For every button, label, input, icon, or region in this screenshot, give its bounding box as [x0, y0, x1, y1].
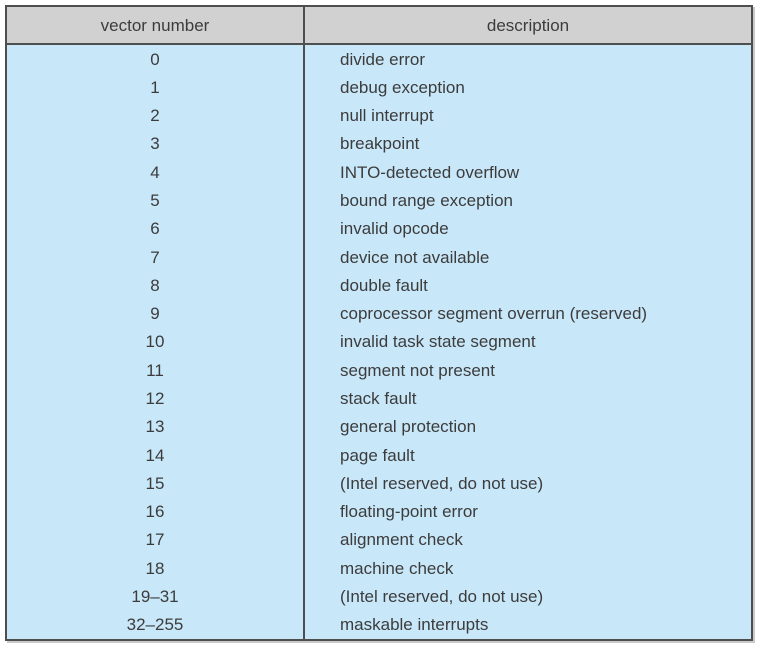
table-row: 1 debug exception: [7, 73, 751, 102]
table-row: 2 null interrupt: [7, 101, 751, 130]
table-row: 4 INTO-detected overflow: [7, 158, 751, 187]
column-header-description: description: [486, 15, 570, 35]
vector-number-cell: 5: [7, 186, 305, 215]
vector-number-cell: 17: [7, 525, 305, 555]
table-row: 18 machine check: [7, 554, 751, 583]
vector-number-cell: 11: [7, 356, 305, 385]
description-cell: maskable interrupts: [340, 615, 489, 635]
description-cell: invalid opcode: [340, 219, 449, 239]
description-cell: page fault: [340, 445, 415, 465]
table-row: 16 floating-point error: [7, 497, 751, 526]
vector-number-cell: 0: [7, 45, 305, 74]
description-cell: (Intel reserved, do not use): [340, 473, 544, 493]
description-cell: stack fault: [340, 389, 417, 409]
vector-number-cell: 32–255: [7, 610, 305, 639]
description-cell: alignment check: [340, 530, 463, 550]
description-cell: invalid task state segment: [340, 332, 536, 352]
vector-number-cell: 7: [7, 242, 305, 272]
description-cell: bound range exception: [340, 191, 513, 211]
description-cell: debug exception: [340, 77, 465, 97]
description-cell: general protection: [340, 417, 477, 437]
vector-number-cell: 18: [7, 554, 305, 583]
vector-number-cell: 8: [7, 271, 305, 300]
description-cell: INTO-detected overflow: [340, 162, 520, 182]
vector-number-cell: 15: [7, 469, 305, 498]
table-row: 6 invalid opcode: [7, 214, 751, 243]
vector-number-cell: 16: [7, 497, 305, 526]
table-row: 10 invalid task state segment: [7, 327, 751, 357]
table-header-row: vector number description: [7, 7, 751, 45]
vector-number-cell: 19–31: [7, 582, 305, 611]
description-cell: breakpoint: [340, 134, 420, 154]
vector-number-cell: 9: [7, 299, 305, 328]
description-cell: machine check: [340, 558, 454, 578]
table-row: 3 breakpoint: [7, 129, 751, 159]
vector-number-cell: 12: [7, 384, 305, 413]
table-row: 19–31 (Intel reserved, do not use): [7, 582, 751, 611]
description-cell: segment not present: [340, 360, 495, 380]
table-row: 5 bound range exception: [7, 186, 751, 215]
vector-number-cell: 6: [7, 214, 305, 243]
description-cell: coprocessor segment overrun (reserved): [340, 304, 648, 324]
vector-number-cell: 4: [7, 158, 305, 187]
table-row: 15 (Intel reserved, do not use): [7, 469, 751, 498]
vector-number-cell: 2: [7, 101, 305, 130]
table-row: 32–255 maskable interrupts: [7, 610, 751, 639]
table-row: 14 page fault: [7, 440, 751, 470]
table-row: 8 double fault: [7, 271, 751, 300]
column-header-vector-number: vector number: [7, 7, 305, 43]
table-row: 0 divide error: [7, 45, 751, 74]
table-row: 13 general protection: [7, 412, 751, 441]
vector-number-cell: 13: [7, 412, 305, 441]
table-row: 7 device not available: [7, 242, 751, 272]
vector-number-cell: 10: [7, 327, 305, 357]
vector-number-cell: 1: [7, 73, 305, 102]
description-cell: null interrupt: [340, 106, 434, 126]
table-row: 17 alignment check: [7, 525, 751, 555]
description-cell: device not available: [340, 247, 490, 267]
description-cell: floating-point error: [340, 502, 478, 522]
table-row: 11 segment not present: [7, 356, 751, 385]
table-body: 0 divide error 1 debug exception 2 null …: [7, 45, 751, 639]
description-cell: divide error: [340, 49, 426, 69]
interrupt-vector-table: vector number description 0 divide error…: [5, 5, 753, 641]
table-row: 12 stack fault: [7, 384, 751, 413]
description-cell: (Intel reserved, do not use): [340, 586, 544, 606]
description-cell: double fault: [340, 275, 428, 295]
vector-number-cell: 14: [7, 440, 305, 470]
table-row: 9 coprocessor segment overrun (reserved): [7, 299, 751, 328]
vector-number-cell: 3: [7, 129, 305, 159]
